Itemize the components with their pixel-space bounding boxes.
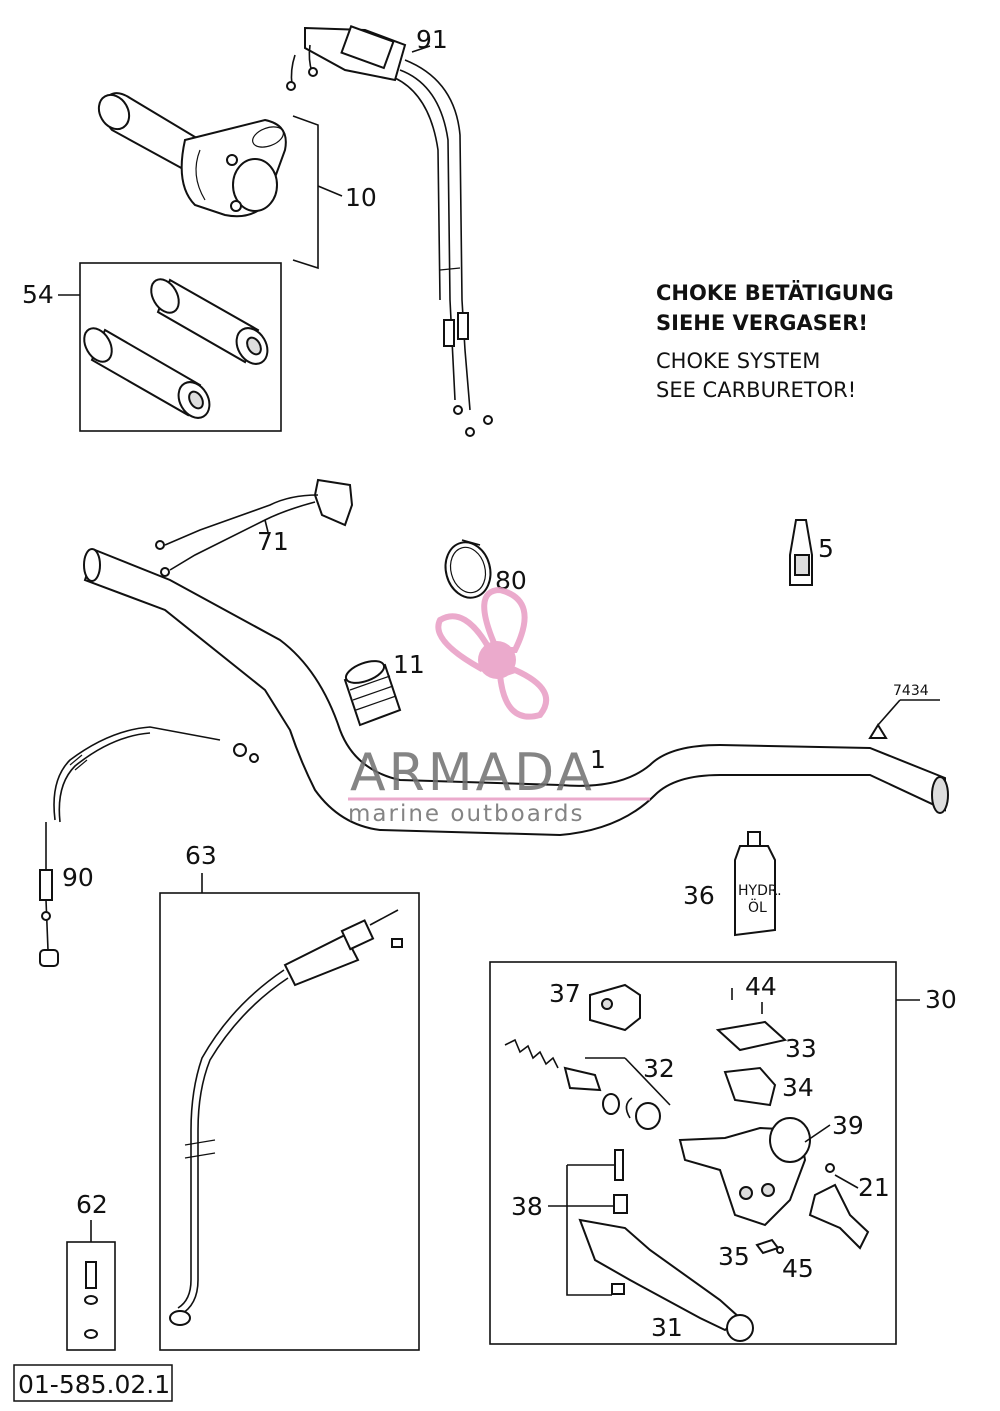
label-7434: 7434 <box>893 683 929 699</box>
handlebar <box>83 548 949 837</box>
hose-clamp <box>444 539 492 599</box>
choke-cable <box>39 726 259 967</box>
handlebar-sleeve <box>343 660 402 727</box>
label-36: 36 <box>683 881 715 910</box>
label-44: 44 <box>745 972 777 1001</box>
label-32: 32 <box>643 1054 675 1083</box>
clutch-hose <box>169 909 403 1326</box>
watermark-brand: ARMADA <box>350 743 595 803</box>
marking-7434 <box>868 699 940 739</box>
label-62: 62 <box>76 1190 108 1219</box>
bleed-nipple <box>84 1261 98 1339</box>
label-63: 63 <box>185 841 217 870</box>
choke-note-line1: CHOKE BETÄTIGUNG <box>656 280 894 305</box>
label-54: 54 <box>22 280 54 309</box>
label-34: 34 <box>782 1073 814 1102</box>
leader-10 <box>317 185 343 197</box>
bracket-10 <box>292 115 319 270</box>
bottle-label-line1: HYDR. <box>738 883 782 899</box>
label-33: 33 <box>785 1034 817 1063</box>
throttle-cables <box>286 25 493 437</box>
master-cylinder-box <box>489 961 897 1345</box>
hydraulic-oil-bottle: HYDR. ÖL <box>734 831 782 937</box>
label-90: 90 <box>62 863 94 892</box>
propeller-icon <box>435 586 550 720</box>
label-39: 39 <box>832 1111 864 1140</box>
label-35: 35 <box>718 1242 750 1271</box>
label-30: 30 <box>925 985 957 1014</box>
label-5: 5 <box>818 534 834 563</box>
throttle-grip-assembly <box>97 92 287 218</box>
diagram-code: 01-585.02.1 <box>18 1370 170 1399</box>
bottle-label-line2: ÖL <box>748 898 767 916</box>
hose-box <box>159 892 420 1351</box>
label-45: 45 <box>782 1254 814 1283</box>
label-71: 71 <box>257 527 289 556</box>
watermark-logo: ARMADA marine outboards <box>348 586 650 827</box>
diagram-code-box <box>13 1364 173 1402</box>
master-cylinder-parts <box>504 983 870 1342</box>
label-38: 38 <box>511 1192 543 1221</box>
grips-box <box>79 262 282 432</box>
label-1: 1 <box>590 745 606 774</box>
label-10: 10 <box>345 183 377 212</box>
choke-note-line3: CHOKE SYSTEM <box>656 349 820 373</box>
label-31: 31 <box>651 1313 683 1342</box>
kill-switch <box>155 478 354 577</box>
label-37: 37 <box>549 979 581 1008</box>
label-91: 91 <box>416 25 448 54</box>
leader-91 <box>411 45 431 53</box>
label-11: 11 <box>393 650 425 679</box>
label-21: 21 <box>858 1173 890 1202</box>
grease-tube <box>789 519 813 586</box>
handlebar-grips <box>83 278 269 419</box>
choke-note-line4: SEE CARBURETOR! <box>656 378 856 402</box>
watermark-tagline: marine outboards <box>348 801 584 827</box>
choke-note-line2: SIEHE VERGASER! <box>656 311 868 335</box>
